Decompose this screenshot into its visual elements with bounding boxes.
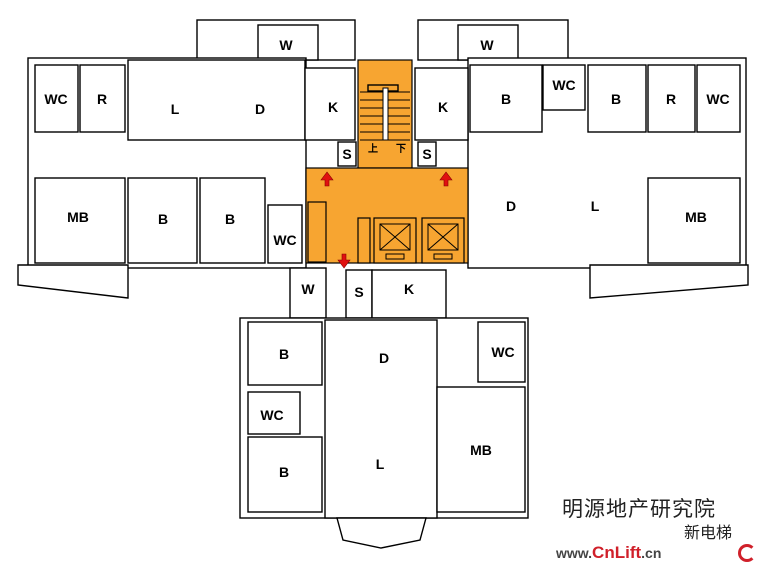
room-k-left <box>304 67 356 141</box>
label-wc-bottom1: WC <box>260 407 283 423</box>
label-w-right: W <box>480 37 494 53</box>
room-w-left <box>257 24 319 61</box>
label-l-right: L <box>591 198 600 214</box>
elevator-cars <box>379 223 459 260</box>
label-wc-left: WC <box>44 91 67 107</box>
label-wc-left2: WC <box>273 232 296 248</box>
watermark-logo-icon <box>738 544 756 562</box>
exit-arrow-icon <box>320 171 334 187</box>
label-d-bottom: D <box>379 350 389 366</box>
label-l-left: L <box>171 101 180 117</box>
room-b-bottom1 <box>247 321 323 386</box>
shaft-mid <box>357 217 371 264</box>
label-k-bottom: K <box>404 281 414 297</box>
label-b-left2: B <box>225 211 235 227</box>
room-wc-left2 <box>267 204 303 264</box>
label-w-left: W <box>279 37 293 53</box>
exit-arrow-icon <box>439 171 453 187</box>
watermark-text: 明源地产研究院 <box>562 497 716 521</box>
label-mb-left: MB <box>67 209 89 225</box>
room-mb-left <box>34 177 126 264</box>
room-b-bottom2 <box>247 436 323 513</box>
room-mb-right <box>647 177 741 264</box>
room-s-right <box>417 141 437 167</box>
label-s-left: S <box>342 146 351 162</box>
room-w-right <box>457 24 519 61</box>
watermark-site: www.CnLift.cn <box>556 543 661 562</box>
room-dl-bottom <box>324 319 438 519</box>
site-suffix: .cn <box>641 545 662 561</box>
stair-down-label: 下 <box>396 143 406 155</box>
stair-treads <box>360 87 410 141</box>
room-r-right <box>647 64 696 133</box>
room-b-left2 <box>199 177 266 264</box>
label-wc-right2: WC <box>706 91 729 107</box>
label-mb-right: MB <box>685 209 707 225</box>
label-b-bottom2: B <box>279 464 289 480</box>
label-b-right1: B <box>501 91 511 107</box>
label-mb-bottom: MB <box>470 442 492 458</box>
label-d-right: D <box>506 198 516 214</box>
room-b-right2 <box>587 64 647 133</box>
room-wc-bottom2 <box>477 321 526 383</box>
label-w-bottom: W <box>301 281 315 297</box>
label-wc-bottom2: WC <box>491 344 514 360</box>
watermark-overlay-text: 新电梯 <box>684 523 733 542</box>
room-b-right1 <box>469 64 543 133</box>
room-wc-right2 <box>696 64 741 133</box>
bay-window-left <box>17 264 129 299</box>
label-l-bottom: L <box>376 456 385 472</box>
room-wc-right1 <box>542 64 586 111</box>
label-s-right: S <box>422 146 431 162</box>
label-b-right2: B <box>611 91 621 107</box>
label-wc-right1: WC <box>552 77 575 93</box>
label-d-left: D <box>255 101 265 117</box>
room-ld-left <box>127 59 306 141</box>
shaft-left <box>307 201 327 263</box>
room-k-right <box>414 67 469 141</box>
label-k-left: K <box>328 99 338 115</box>
stair-up-label: 上 <box>368 142 378 155</box>
label-r-left: R <box>97 91 107 107</box>
room-wc-bottom1 <box>247 391 301 435</box>
label-s-bottom: S <box>354 284 363 300</box>
site-prefix: www. <box>556 545 593 561</box>
label-b-bottom1: B <box>279 346 289 362</box>
site-brand: CnLift <box>592 543 642 562</box>
label-r-right: R <box>666 91 676 107</box>
bay-window-right <box>589 264 749 299</box>
label-b-left1: B <box>158 211 168 227</box>
exit-arrow-icon <box>337 253 351 269</box>
room-mb-bottom <box>436 386 526 513</box>
room-wc-left <box>34 64 79 133</box>
bay-window-bottom <box>336 517 427 549</box>
room-s-left <box>337 141 357 167</box>
room-r-left <box>79 64 126 133</box>
label-k-right: K <box>438 99 448 115</box>
room-b-left1 <box>127 177 198 264</box>
